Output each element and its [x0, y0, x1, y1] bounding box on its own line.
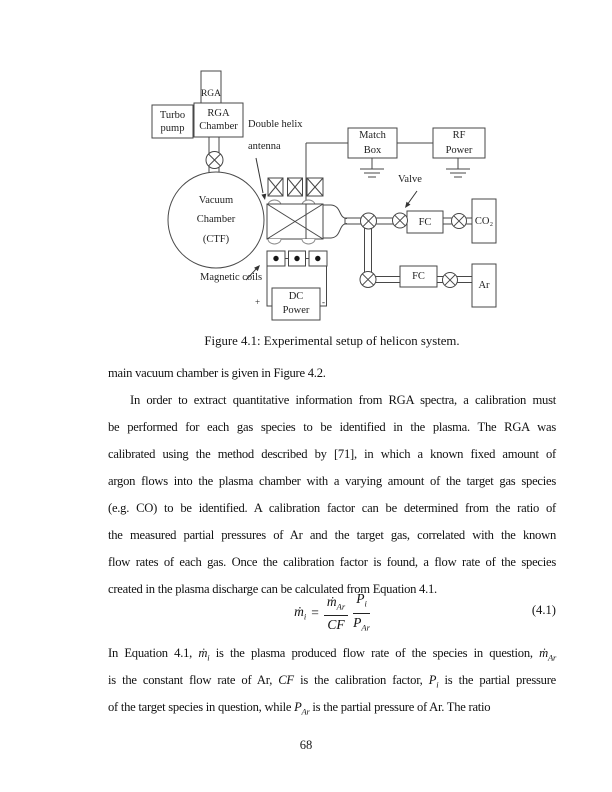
valve-symbol-ar-bottle — [442, 272, 458, 288]
turbo-pump-box — [151, 104, 194, 139]
valve-symbol-co2-inlet — [392, 212, 408, 229]
text-line: flow rates of each gas. Once the calibra… — [108, 555, 556, 569]
antenna-arrow — [255, 157, 264, 194]
paragraph-1: main vacuum chamber is given in Figure 4… — [108, 360, 556, 387]
text-line: (e.g. CO) to be identified. A calibratio… — [108, 501, 556, 515]
co2-box — [471, 198, 497, 244]
valve-symbol-junction-top — [360, 212, 377, 230]
diagram-linework — [151, 70, 497, 321]
rf-power-box — [432, 127, 486, 159]
coils-arrow — [245, 267, 258, 281]
ground-symbol-rfpower — [446, 158, 470, 178]
equation-number: (4.1) — [531, 603, 556, 617]
figure-caption: Figure 4.1: Experimental setup of helico… — [204, 334, 460, 348]
co2-label: CO₂ — [474, 215, 494, 227]
vacuum-chamber-label: Vacuum Chamber (CTF) — [196, 194, 236, 245]
annotation-arrows — [245, 157, 418, 281]
fraction-pi-par: Pi PAr — [353, 590, 370, 633]
text-line: created in the plasma discharge can be c… — [108, 582, 437, 596]
paragraph-2: In order to extract quantitative informa… — [108, 387, 556, 603]
dc-power-box — [271, 287, 321, 321]
rga-chamber-box — [193, 102, 244, 138]
equation-body: ṁi = ṁAr CF Pi PAr — [294, 591, 370, 635]
equation-lhs: ṁi — [294, 604, 307, 622]
vacuum-chamber-circle — [167, 171, 265, 269]
valve-symbol-rga-line — [205, 151, 224, 169]
magnet-x-boxes — [267, 177, 324, 197]
dc-minus-terminal: - — [322, 297, 325, 307]
text-line: In order to extract quantitative informa… — [130, 393, 556, 407]
valve-symbol-co2-bottle — [451, 213, 467, 229]
match-box — [347, 127, 398, 159]
valve-symbols — [205, 151, 467, 288]
magnetic-coils-label: Magnetic coils — [200, 272, 263, 283]
ar-label: Ar — [478, 280, 490, 291]
valve-label: Valve — [398, 174, 422, 185]
text-line: argon flows into the plasma chamber with… — [108, 474, 556, 488]
magnetic-coil-boxes — [266, 250, 328, 267]
text-line: is the constant flow rate of Ar, CF is t… — [108, 673, 556, 690]
page-number: 68 — [299, 738, 313, 752]
component-boxes — [151, 70, 497, 321]
text-line: main vacuum chamber is given in Figure 4… — [108, 366, 326, 380]
fc-top-label: FC — [418, 216, 432, 228]
equals-sign: = — [311, 605, 319, 620]
rga-label: RGA — [200, 89, 222, 99]
text-line: In Equation 4.1, ṁi is the plasma produc… — [108, 646, 557, 663]
fc-bottom-label: FC — [412, 271, 425, 282]
double-helix-antenna-symbol — [266, 199, 324, 245]
fc-bottom-box — [399, 265, 438, 288]
nozzle — [323, 204, 348, 239]
text-line: be performed for each gas species to be … — [108, 420, 556, 434]
fraction-mdot-cf: ṁAr CF — [323, 594, 349, 632]
ground-symbol-matchbox — [360, 158, 384, 178]
text-line: calibrated using the method described by… — [108, 447, 556, 461]
text-line: of the target species in question, while… — [108, 700, 491, 717]
paragraph-3: In Equation 4.1, ṁi is the plasma produc… — [108, 640, 556, 721]
equation-4-1: ṁi = ṁAr CF Pi PAr (4.1) — [108, 590, 556, 636]
valve-symbol-junction-bottom — [359, 271, 377, 288]
ar-box — [471, 263, 497, 308]
valve-arrow — [406, 190, 418, 206]
dc-plus-terminal: + — [255, 297, 261, 307]
dc-power-wires — [266, 266, 327, 307]
text-line: the measured partial pressures of Ar and… — [108, 528, 556, 542]
rf-feed-lines — [305, 142, 433, 204]
